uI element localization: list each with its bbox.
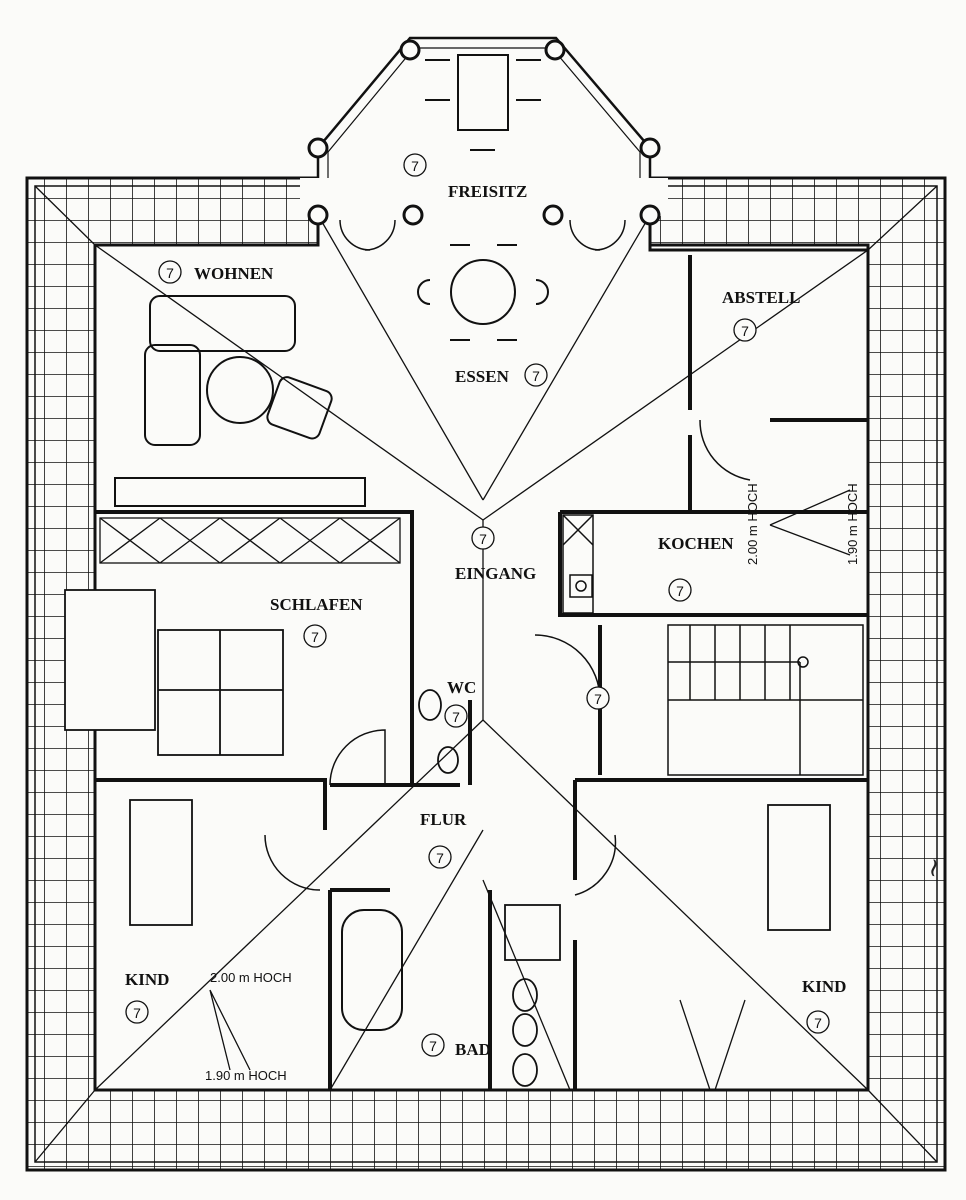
bed-kind-left — [129, 799, 193, 926]
room-number-circle — [303, 624, 327, 648]
room-number-abstell: 7 — [733, 318, 757, 342]
room-number-text: 7 — [436, 850, 444, 866]
room-number-circle — [733, 318, 757, 342]
room-number-circle — [668, 578, 692, 602]
roof-hip-lines — [34, 185, 938, 1163]
room-number-schlafen: 7 — [303, 624, 327, 648]
dormer-window — [64, 589, 156, 731]
room-number-text: 7 — [479, 531, 487, 547]
shower — [504, 904, 561, 961]
walls — [95, 255, 868, 1090]
room-label-kochen: KOCHEN — [658, 534, 734, 553]
room-number-text: 7 — [741, 323, 749, 339]
room-number-text: 7 — [452, 709, 460, 725]
sofa — [114, 295, 366, 507]
ceiling-height-markers — [209, 489, 851, 1091]
room-number-text: 7 — [676, 583, 684, 599]
room-label-wohnen: WOHNEN — [194, 264, 274, 283]
room-label-kind-right: KIND — [802, 977, 846, 996]
room-label-schlafen: SCHLAFEN — [270, 595, 363, 614]
room-number-circle — [403, 153, 427, 177]
room-number-wohnen: 7 — [158, 260, 182, 284]
room-number-stair: 7 — [586, 686, 610, 710]
building-interior — [93, 243, 870, 1092]
room-number-circle — [421, 1033, 445, 1057]
height-label: 2.00 m HOCH — [745, 483, 760, 565]
room-label-flur: FLUR — [420, 810, 467, 829]
double-bed — [157, 629, 284, 756]
room-number-circle — [444, 704, 468, 728]
height-label: 1.90 m HOCH — [205, 1068, 287, 1083]
room-number-text: 7 — [814, 1015, 822, 1031]
room-label-wc: WC — [447, 678, 476, 697]
room-number-bad: 7 — [421, 1033, 445, 1057]
room-number-text: 7 — [532, 368, 540, 384]
sinks — [418, 689, 538, 1087]
room-number-wc: 7 — [444, 704, 468, 728]
room-number-text: 7 — [166, 265, 174, 281]
wardrobe — [99, 517, 401, 564]
room-number-text: 7 — [594, 691, 602, 707]
kitchen-counter — [562, 514, 594, 614]
columns — [307, 39, 661, 226]
room-number-kind-left: 7 — [125, 1000, 149, 1024]
staircase — [667, 624, 864, 776]
handwritten-note: ~ — [917, 855, 950, 882]
room-number-freisitz: 7 — [403, 153, 427, 177]
room-number-circle — [125, 1000, 149, 1024]
room-number-kind-right: 7 — [806, 1010, 830, 1034]
room-numbers: 7 7 7 7 7 7 7 7 7 7 7 7 7 — [125, 153, 830, 1057]
room-label-eingang: EINGANG — [455, 564, 536, 583]
room-number-circle — [158, 260, 182, 284]
height-label: 1.90 m HOCH — [845, 483, 860, 565]
room-number-circle — [428, 845, 452, 869]
room-number-text: 7 — [429, 1038, 437, 1054]
room-label-essen: ESSEN — [455, 367, 510, 386]
room-number-circle — [586, 686, 610, 710]
room-number-text: 7 — [311, 629, 319, 645]
height-label: 2.00 m HOCH — [210, 970, 292, 985]
room-number-circle — [524, 363, 548, 387]
room-label-abstell: ABSTELL — [722, 288, 800, 307]
room-number-text: 7 — [133, 1005, 141, 1021]
dining-table — [417, 54, 549, 341]
bathtub — [341, 909, 403, 1031]
room-number-flur: 7 — [428, 845, 452, 869]
room-number-eingang: 7 — [471, 526, 495, 550]
room-number-circle — [471, 526, 495, 550]
room-labels: WOHNEN FREISITZ ESSEN ABSTELL EINGANG KO… — [125, 182, 860, 1083]
room-label-freisitz: FREISITZ — [448, 182, 527, 201]
room-number-text: 7 — [411, 158, 419, 174]
bed-kind-right — [767, 804, 831, 931]
room-number-circle — [806, 1010, 830, 1034]
room-number-kochen: 7 — [668, 578, 692, 602]
room-number-essen: 7 — [524, 363, 548, 387]
room-label-bad: BAD — [455, 1040, 491, 1059]
room-label-kind-left: KIND — [125, 970, 169, 989]
